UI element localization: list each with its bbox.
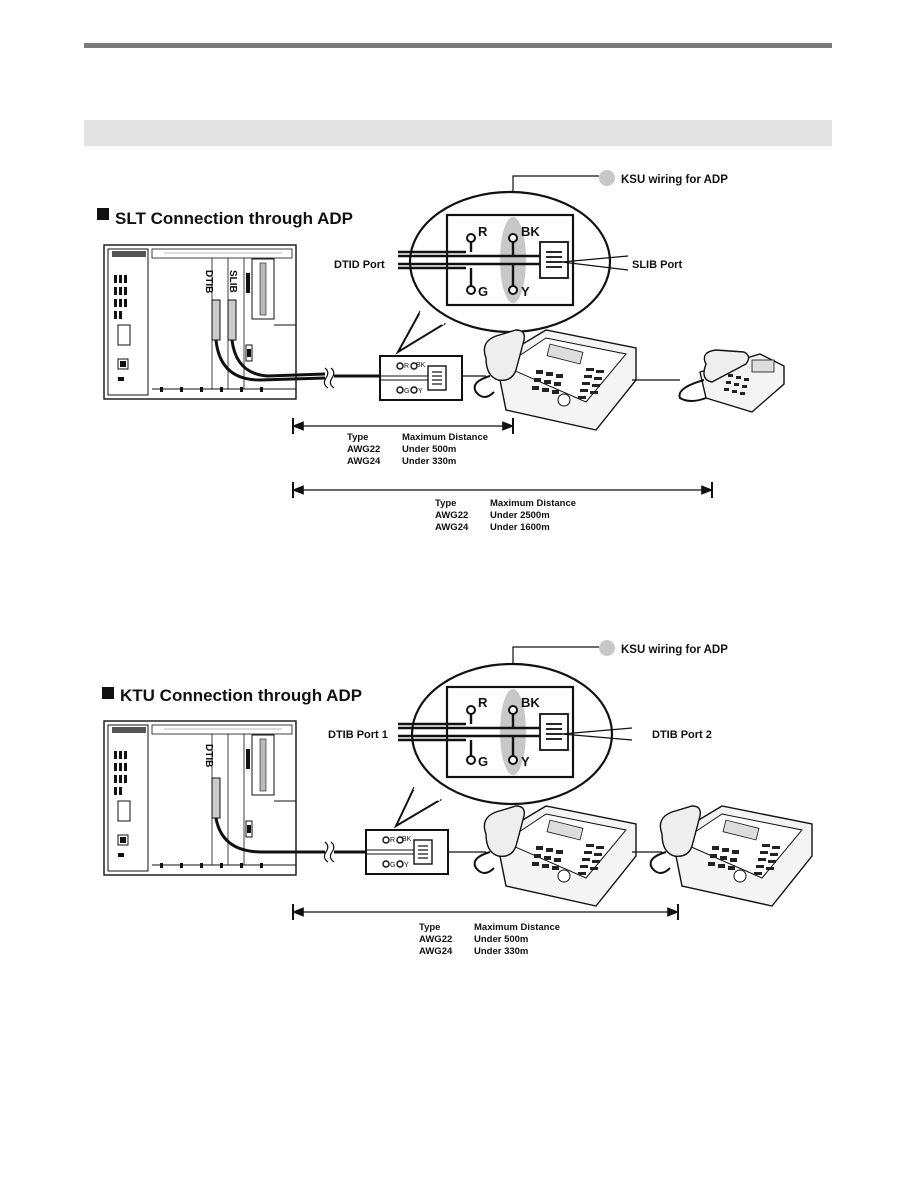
bullet-square-icon: [97, 208, 109, 220]
svg-text:Type: Type: [347, 432, 368, 443]
board-label: DTIB: [203, 744, 214, 767]
svg-text:Under 2500m: Under 2500m: [490, 510, 550, 521]
svg-text:Type: Type: [435, 498, 456, 509]
svg-text:G: G: [404, 388, 409, 395]
port-label-right: DTIB Port 2: [652, 729, 712, 741]
callout-label: KSU wiring for ADP: [621, 174, 728, 186]
section-slt: SLT Connection through ADP KSU wiring fo…: [97, 170, 785, 533]
svg-text:AWG22: AWG22: [347, 444, 380, 455]
svg-text:Maximum Distance: Maximum Distance: [490, 498, 576, 509]
svg-text:G: G: [478, 754, 488, 769]
svg-text:AWG24: AWG24: [419, 946, 453, 957]
svg-text:R: R: [404, 363, 409, 370]
port-label-left: DTID Port: [334, 259, 385, 271]
port-label-right: SLIB Port: [632, 259, 682, 271]
svg-text:Under 500m: Under 500m: [474, 934, 528, 945]
svg-text:Y: Y: [521, 284, 530, 299]
distance-table: Type Maximum Distance AWG22 Under 500m A…: [347, 432, 488, 467]
bullet-square-icon: [102, 687, 114, 699]
svg-text:G: G: [478, 284, 488, 299]
svg-text:BK: BK: [521, 224, 540, 239]
callout-label: KSU wiring for ADP: [621, 644, 728, 656]
key-telephone: [649, 805, 813, 907]
port-label-left: DTIB Port 1: [328, 729, 388, 741]
svg-text:AWG24: AWG24: [347, 456, 381, 467]
svg-text:AWG22: AWG22: [435, 510, 468, 521]
svg-text:Y: Y: [521, 754, 530, 769]
single-line-telephone: [678, 349, 785, 413]
svg-text:R: R: [478, 695, 488, 710]
svg-text:AWG24: AWG24: [435, 522, 469, 533]
top-rule: [84, 43, 832, 48]
section-title: KTU Connection through ADP: [120, 686, 362, 705]
svg-text:R: R: [478, 224, 488, 239]
svg-text:Under 500m: Under 500m: [402, 444, 456, 455]
svg-text:R: R: [390, 837, 395, 844]
svg-text:Maximum Distance: Maximum Distance: [474, 922, 560, 933]
distance-table: Type Maximum Distance AWG22 Under 500m A…: [419, 922, 560, 957]
board-label: SLIB: [227, 270, 238, 293]
svg-text:Maximum Distance: Maximum Distance: [402, 432, 488, 443]
svg-text:BK: BK: [416, 362, 426, 369]
svg-text:Y: Y: [418, 388, 423, 395]
key-telephone: [473, 329, 637, 431]
callout-dot-icon: [599, 170, 615, 186]
section-header-bar: [84, 120, 832, 146]
svg-text:AWG22: AWG22: [419, 934, 452, 945]
svg-text:Under 330m: Under 330m: [474, 946, 528, 957]
svg-text:Type: Type: [419, 922, 440, 933]
distance-table: Type Maximum Distance AWG22 Under 2500m …: [435, 498, 576, 533]
svg-text:BK: BK: [521, 695, 540, 710]
svg-text:Under 330m: Under 330m: [402, 456, 456, 467]
svg-text:Under 1600m: Under 1600m: [490, 522, 550, 533]
section-ktu: KTU Connection through ADP KSU wiring fo…: [102, 640, 813, 957]
board-label: DTIB: [203, 270, 214, 293]
svg-text:BK: BK: [402, 836, 412, 843]
svg-text:Y: Y: [404, 862, 409, 869]
svg-text:G: G: [390, 862, 395, 869]
callout-dot-icon: [599, 640, 615, 656]
section-title: SLT Connection through ADP: [115, 209, 353, 228]
key-telephone: [473, 805, 637, 907]
